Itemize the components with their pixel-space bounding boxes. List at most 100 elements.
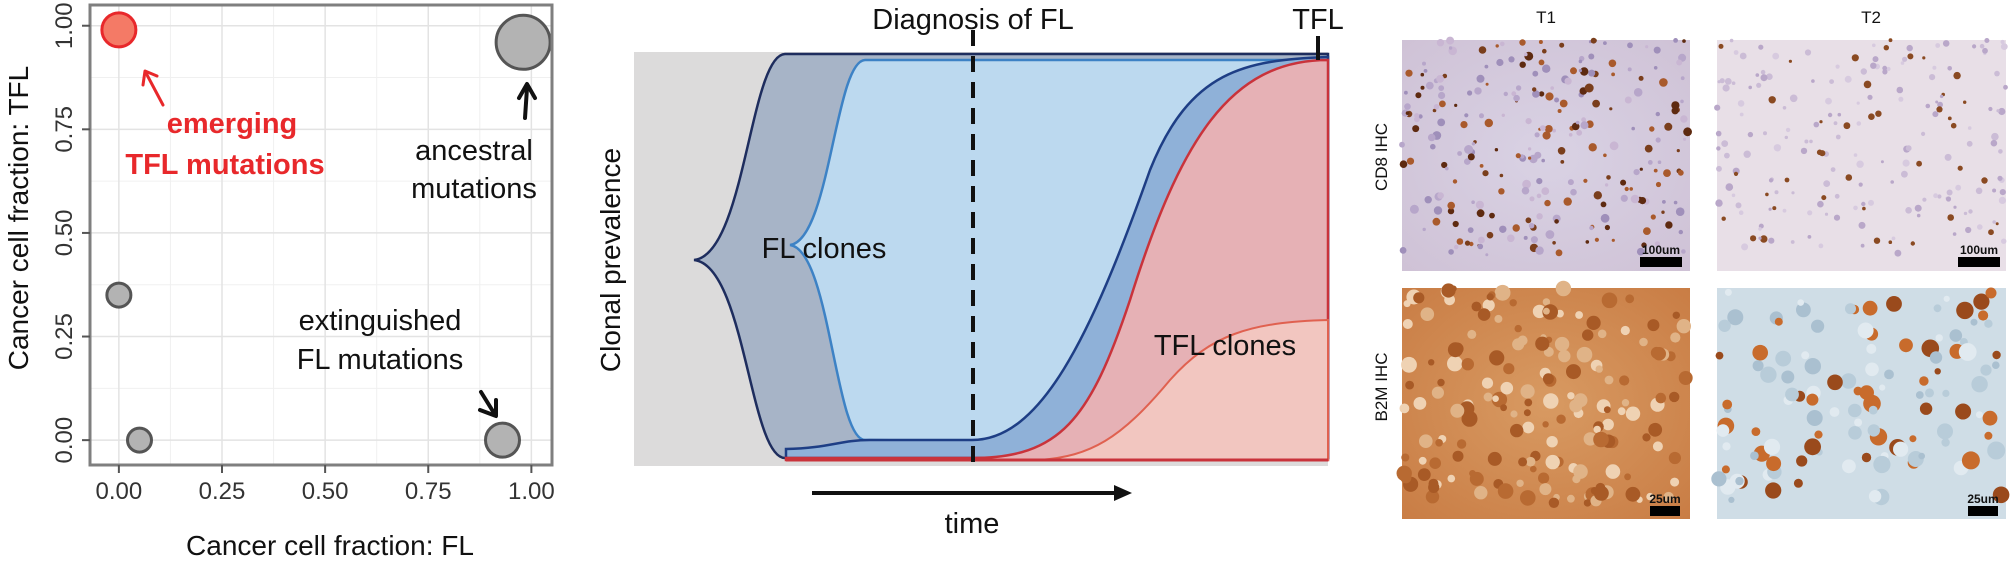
cd8-t2-cell — [1979, 43, 1985, 49]
cd8-t1-cell — [1534, 151, 1542, 159]
cd8-t1-cell — [1430, 143, 1436, 150]
cd8-t1-cell — [1489, 212, 1495, 219]
cd8-t1-cell — [1399, 247, 1407, 254]
b2m-t1-cell — [1401, 356, 1417, 373]
b2m-t1-cell — [1437, 378, 1445, 387]
b2m-t2-cell — [1806, 393, 1819, 406]
b2m-t1-cell — [1402, 319, 1413, 329]
cd8-t1-cell — [1448, 46, 1453, 50]
b2m-t1-cell — [1542, 298, 1551, 306]
b2m-t1-cell — [1619, 375, 1630, 386]
b2m-t1-cell — [1520, 384, 1535, 399]
b2m-t2-cell — [1765, 482, 1782, 499]
b2m-t2-cell — [1796, 455, 1808, 467]
b2m-t1-cell — [1509, 299, 1517, 307]
b2m-t2-cell — [1943, 295, 1950, 302]
b2m-t2-cell — [1992, 350, 2001, 360]
cd8-t1-cell — [1647, 160, 1653, 165]
cd8-t1-cell — [1474, 87, 1482, 95]
cd8-t2-cell — [1946, 189, 1953, 196]
cd8-t2-cell — [1827, 112, 1833, 118]
b2m-t1-cell — [1545, 454, 1560, 470]
cd8-t1-cell — [1680, 115, 1688, 123]
b2m-t2-scale: 25um — [1967, 492, 1998, 506]
b2m-t2-cell — [1722, 442, 1731, 451]
cd8-t2-cell — [1739, 112, 1744, 117]
cd8-t1-cell — [1460, 121, 1468, 129]
cd8-t2-cell — [1856, 121, 1862, 126]
cd8-t1-cell — [1478, 236, 1485, 244]
b2m-t2-cell — [1868, 405, 1878, 415]
cd8-t2-cell — [1721, 140, 1729, 148]
cd8-t1-cell — [1682, 39, 1686, 43]
b2m-t2-cell — [1935, 334, 1943, 342]
cd8-t1-cell — [1522, 179, 1531, 189]
cd8-t2-cell — [1768, 96, 1776, 104]
cd8-t1-cell — [1645, 45, 1649, 49]
cd8-t2-cell — [1785, 127, 1791, 133]
cd8-t1-cell — [1542, 48, 1547, 54]
cd8-t2-cell — [1772, 206, 1777, 211]
cd8-t2-cell — [1768, 237, 1775, 244]
cd8-t2-cell — [1718, 43, 1724, 49]
b2m-t2-cell — [1727, 309, 1744, 326]
cd8-t1-cell — [1447, 207, 1455, 215]
ihc-panel: T1 T2 CD8 IHC B2M IHC 100um 100um 25um — [1372, 8, 2010, 519]
b2m-t2-cell — [1801, 351, 1810, 360]
cd8-t2-cell — [1988, 106, 1993, 112]
b2m-t1-scale: 25um — [1649, 492, 1680, 506]
b2m-t1-cell — [1669, 391, 1680, 403]
b2m-t1-cell — [1419, 434, 1433, 449]
b2m-t2-cell — [1711, 471, 1727, 487]
cd8-t2-cell — [1992, 188, 1997, 193]
cd8-t2-cell — [1804, 139, 1809, 144]
cd8-t1-cell — [1456, 238, 1464, 245]
b2m-t1-cell — [1595, 365, 1603, 373]
cd8-t1-cell — [1593, 191, 1603, 200]
b2m-t1-cell — [1489, 350, 1505, 366]
b2m-t2-cell — [1975, 411, 1983, 419]
cd8-t1-cell — [1629, 187, 1633, 191]
cd8-t1-cell — [1677, 169, 1684, 176]
cd8-t1-cell — [1611, 238, 1615, 242]
cd8-t1-cell — [1576, 129, 1583, 136]
b2m-t1-cell — [1647, 319, 1660, 332]
x-tick-label: 1.00 — [508, 478, 555, 505]
cd8-t1-cell — [1545, 230, 1555, 239]
cd8-t2-cell — [1998, 107, 2006, 116]
cd8-t2-cell — [1963, 100, 1967, 104]
cd8-t1-cell — [1432, 108, 1437, 113]
extinguished-arrow — [478, 390, 498, 418]
cd8-t1-cell — [1639, 167, 1643, 171]
b2m-t1-cell — [1518, 457, 1528, 467]
cd8-t2-cell — [1790, 240, 1795, 244]
cd8-t1-cell — [1508, 56, 1515, 63]
cd8-t1-cell — [1633, 88, 1643, 97]
cd8-t2-cell — [1818, 243, 1824, 249]
cd8-t2-cell — [1916, 160, 1922, 167]
cd8-t1-cell — [1627, 67, 1632, 72]
cd8-t2-cell — [1902, 159, 1910, 167]
cd8-t1-cell — [1530, 236, 1538, 244]
cd8-t1-cell — [1536, 193, 1542, 199]
cd8-t1-cell — [1673, 38, 1678, 43]
cd8-t1-cell — [1447, 201, 1455, 210]
cd8-t1-cell — [1539, 125, 1546, 131]
cd8-t1-cell — [1525, 118, 1532, 125]
b2m-t2-cell — [1722, 399, 1733, 410]
b2m-t1-cell — [1461, 358, 1475, 371]
cd8-t2-cell — [1952, 232, 1957, 236]
cd8-t1-cell — [1498, 188, 1505, 195]
b2m-t1-cell — [1420, 307, 1435, 322]
cd8-t1-cell — [1578, 69, 1582, 73]
cd8-t1-cell — [1495, 44, 1499, 48]
cd8-t1-cell — [1627, 42, 1633, 49]
cd8-t2-cell — [1921, 131, 1926, 136]
b2m-t2-cell — [1750, 451, 1759, 461]
cd8-t2-cell — [1906, 44, 1913, 52]
cd8-t2-image — [1714, 38, 2008, 271]
cd8-t2-cell — [1830, 167, 1836, 173]
cd8-t1-cell — [1554, 219, 1559, 224]
cd8-t1-cell — [1438, 91, 1446, 100]
